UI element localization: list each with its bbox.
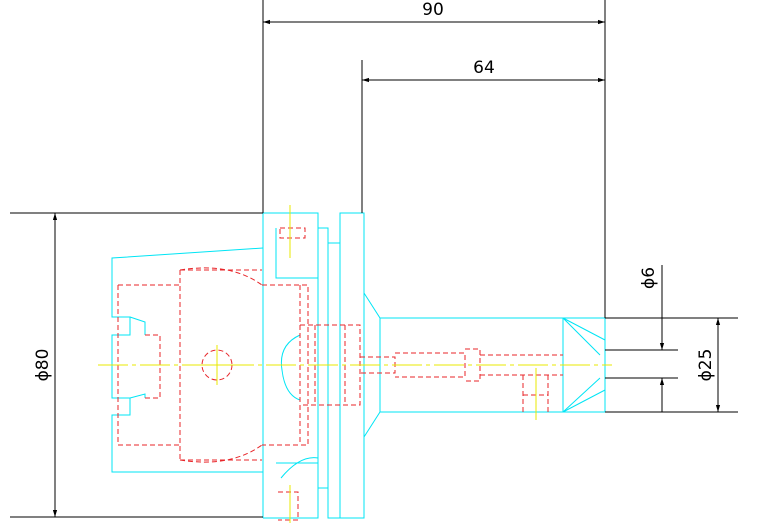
dim-length-shank: 64 <box>473 58 495 78</box>
dimension-lines <box>10 0 738 518</box>
dim-length-overall: 90 <box>422 0 444 20</box>
dim-diameter-bore: ϕ6 <box>639 267 659 289</box>
centerlines <box>98 205 612 523</box>
hidden-lines <box>117 227 563 521</box>
dim-diameter-flange: ϕ80 <box>33 349 53 382</box>
dim-diameter-nose: ϕ25 <box>696 349 716 382</box>
